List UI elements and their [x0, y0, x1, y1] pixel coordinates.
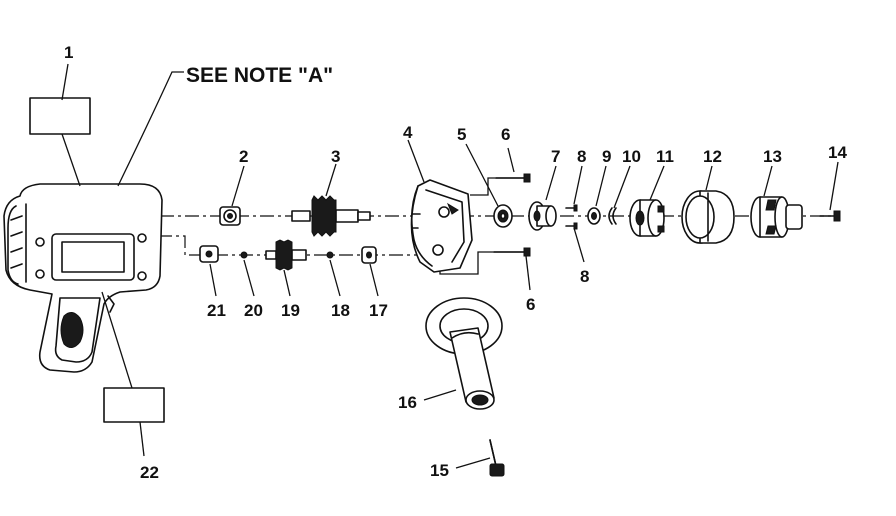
part-12-housing-ring	[681, 190, 735, 244]
part-7-flange-bushing	[528, 201, 557, 231]
leader-11	[649, 165, 665, 201]
leader-6a	[507, 147, 515, 173]
part-18-ball	[326, 251, 334, 259]
callout-19: 19	[281, 301, 300, 320]
part-19-idler-gear	[265, 239, 307, 271]
label-plate-1	[29, 97, 91, 135]
leader-21	[209, 263, 217, 297]
part-16-side-handle	[425, 297, 503, 410]
part-3-gear-shaft	[291, 195, 371, 237]
part-2-bushing	[219, 206, 241, 226]
callout-16: 16	[398, 393, 417, 412]
leader-8b	[573, 227, 585, 263]
callout-17: 17	[369, 301, 388, 320]
callout-18: 18	[331, 301, 350, 320]
callout-6a: 6	[501, 125, 510, 144]
part-6-screw-lower	[493, 247, 531, 257]
part-17-bushing	[361, 246, 377, 264]
part-9-washer	[587, 207, 601, 225]
callout-7: 7	[551, 147, 560, 166]
callout-5: 5	[457, 125, 466, 144]
leader-4	[407, 139, 425, 183]
leader-10	[613, 165, 631, 209]
leader-5	[465, 143, 499, 207]
callout-13: 13	[763, 147, 782, 166]
part-13-chuck	[750, 196, 803, 238]
callout-1: 1	[64, 43, 73, 62]
callout-10: 10	[622, 147, 641, 166]
part-10-retaining-ring	[608, 207, 617, 225]
leader-8a	[573, 165, 583, 205]
callout-9: 9	[602, 147, 611, 166]
part-4-gear-housing	[410, 179, 473, 273]
callout-21: 21	[207, 301, 226, 320]
callout-4: 4	[403, 123, 413, 142]
part-14-screw	[819, 210, 841, 222]
leader-12	[705, 165, 713, 191]
leader-22	[139, 421, 145, 457]
part-8-screw-upper	[565, 204, 578, 212]
leader-6b	[525, 255, 531, 291]
part-21-bushing	[199, 245, 219, 263]
leader-16	[423, 389, 457, 401]
part-5-bearing	[493, 204, 513, 228]
callout-20: 20	[244, 301, 263, 320]
leader-note-a	[117, 71, 184, 187]
callout-11: 11	[656, 147, 674, 166]
callout-6b: 6	[526, 295, 535, 314]
leader-14	[829, 161, 839, 211]
callout-12: 12	[703, 147, 722, 166]
leader-2	[231, 165, 245, 207]
tool-body	[3, 183, 163, 373]
leader-15	[455, 457, 491, 469]
label-plate-22	[103, 387, 165, 423]
screw-axis-upper	[470, 177, 528, 196]
part-6-screw-upper	[495, 173, 531, 183]
callout-8b: 8	[580, 267, 589, 286]
callout-2: 2	[239, 147, 248, 166]
leader-3	[325, 163, 337, 197]
leader-17	[369, 263, 379, 297]
callout-15: 15	[430, 461, 449, 480]
leader-20	[243, 259, 255, 297]
leader-1	[61, 63, 69, 101]
callout-22: 22	[140, 463, 159, 482]
part-11-spindle-cap	[629, 199, 665, 237]
part-20-ball	[240, 251, 248, 259]
leader-7	[545, 165, 557, 201]
part-15-bolt	[489, 439, 505, 477]
leader-18	[329, 259, 341, 297]
leader-13	[763, 165, 773, 197]
callout-14: 14	[828, 143, 847, 162]
callout-3: 3	[331, 147, 340, 166]
part-8-screw-lower	[565, 222, 578, 230]
note-a-text: SEE NOTE "A"	[186, 64, 333, 87]
leader-1-body	[61, 133, 81, 187]
leader-19	[283, 269, 291, 297]
callout-8a: 8	[577, 147, 586, 166]
leader-9	[595, 165, 607, 207]
leader-22-body	[101, 291, 133, 389]
